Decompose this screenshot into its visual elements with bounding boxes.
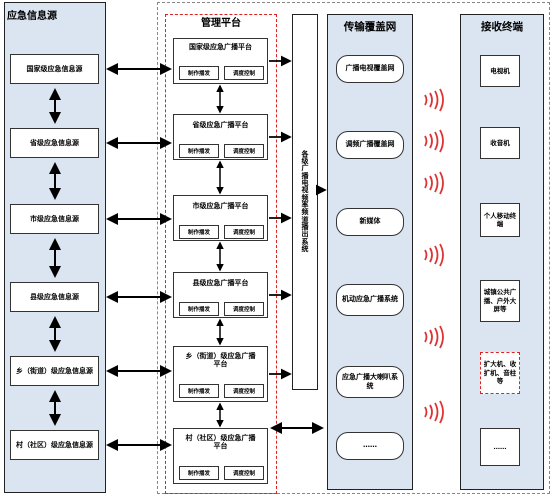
dispatch-control-box: 调度控制	[224, 302, 264, 316]
produce-broadcast-box: 制作播发	[179, 225, 219, 239]
network-item-new-media: 新媒体	[336, 208, 404, 236]
network-item-tv-coverage: 广播电视覆盖网	[336, 55, 404, 83]
network-column-title: 传输覆盖网	[343, 21, 397, 33]
source-item-label: 市级应急信息源	[30, 214, 79, 223]
terminal-column: 接收终端	[460, 14, 544, 490]
network-item-label: 应急广播大喇叭系统	[342, 372, 398, 390]
broadcast-system-label: 各级广播电视频率频道播出系统	[301, 149, 309, 254]
network-column: 传输覆盖网	[327, 14, 413, 490]
dispatch-control-box: 调度控制	[224, 144, 264, 158]
platform-title: 村（社区）级应急广播平台	[185, 434, 256, 451]
terminal-item-personal-mobile: 个人移动终端	[480, 203, 520, 237]
network-item-label: 调频广播覆盖网	[345, 140, 395, 149]
source-item-city: 市级应急信息源	[10, 204, 99, 234]
source-item-provincial: 省级应急信息源	[10, 128, 99, 158]
produce-broadcast-box: 制作播发	[179, 66, 219, 80]
dispatch-control-box: 调度控制	[224, 225, 264, 239]
terminal-item-label: 城镇公共广播、户外大屏等	[483, 288, 517, 314]
network-item-label: 新媒体	[359, 217, 381, 226]
source-item-township: 乡（街道）级应急信息源	[10, 356, 99, 386]
source-item-label: 国家级应急信息源	[26, 64, 83, 73]
produce-broadcast-box: 制作播发	[179, 144, 219, 158]
terminal-item-label: 扩大机、收扩机、音柱等	[483, 360, 517, 386]
network-item-mobile-emergency: 机动应急广播系统	[336, 284, 404, 316]
network-item-more: ……	[336, 432, 404, 460]
terminal-item-more: ……	[480, 428, 520, 466]
platform-title: 乡（街道）级应急广播平台	[185, 352, 256, 369]
platform-provincial: 省级应急广播平台 制作播发 调度控制	[173, 114, 268, 160]
produce-broadcast-box: 制作播发	[179, 302, 219, 316]
source-item-label: 县级应急信息源	[30, 292, 79, 301]
network-item-label: 机动应急广播系统	[342, 295, 398, 304]
platform-title: 省级应急广播平台	[192, 121, 249, 129]
platform-column-title: 管理平台	[201, 18, 241, 29]
source-item-label: 省级应急信息源	[30, 138, 79, 147]
platform-national: 国家级应急广播平台 制作播发 调度控制	[173, 38, 268, 84]
platform-city: 市级应急广播平台 制作播发 调度控制	[173, 195, 268, 241]
platform-title: 县级应急广播平台	[192, 279, 249, 287]
terminal-item-tv: 电视机	[480, 55, 520, 87]
platform-title: 国家级应急广播平台	[189, 43, 252, 51]
produce-broadcast-box: 制作播发	[179, 466, 219, 480]
platform-column	[165, 14, 277, 494]
outer-frame	[157, 2, 550, 494]
broadcast-system-bar: 各级广播电视频率频道播出系统	[292, 14, 318, 390]
dispatch-control-box: 调度控制	[224, 466, 264, 480]
network-item-label: ……	[363, 441, 377, 450]
source-item-label: 村（社区）级应急信息源	[16, 440, 93, 449]
platform-county: 县级应急广播平台 制作播发 调度控制	[173, 272, 268, 318]
dispatch-control-box: 调度控制	[224, 66, 264, 80]
terminal-item-label: 电视机	[490, 66, 510, 75]
network-item-loudspeaker-system: 应急广播大喇叭系统	[336, 366, 404, 398]
terminal-item-label: 收音机	[490, 138, 510, 147]
platform-village: 村（社区）级应急广播平台 制作播发 调度控制	[173, 428, 268, 484]
terminal-item-label: 个人移动终端	[483, 211, 517, 228]
network-item-label: 广播电视覆盖网	[345, 64, 395, 73]
platform-title: 市级应急广播平台	[192, 202, 249, 210]
terminal-item-amplifier: 扩大机、收扩机、音柱等	[480, 352, 520, 394]
dispatch-control-box: 调度控制	[224, 384, 264, 398]
produce-broadcast-box: 制作播发	[179, 384, 219, 398]
terminal-column-title: 接收终端	[481, 21, 523, 33]
source-item-county: 县级应急信息源	[10, 282, 99, 312]
platform-township: 乡（街道）级应急广播平台 制作播发 调度控制	[173, 346, 268, 402]
terminal-item-public-broadcast: 城镇公共广播、户外大屏等	[480, 280, 520, 322]
source-column-title: 应急信息源	[7, 11, 57, 22]
terminal-item-radio: 收音机	[480, 127, 520, 159]
source-item-national: 国家级应急信息源	[10, 54, 99, 84]
source-item-label: 乡（街道）级应急信息源	[16, 366, 93, 375]
network-item-fm-coverage: 调频广播覆盖网	[336, 131, 404, 159]
source-item-village: 村（社区）级应急信息源	[10, 430, 99, 460]
terminal-item-label: ……	[493, 442, 507, 451]
